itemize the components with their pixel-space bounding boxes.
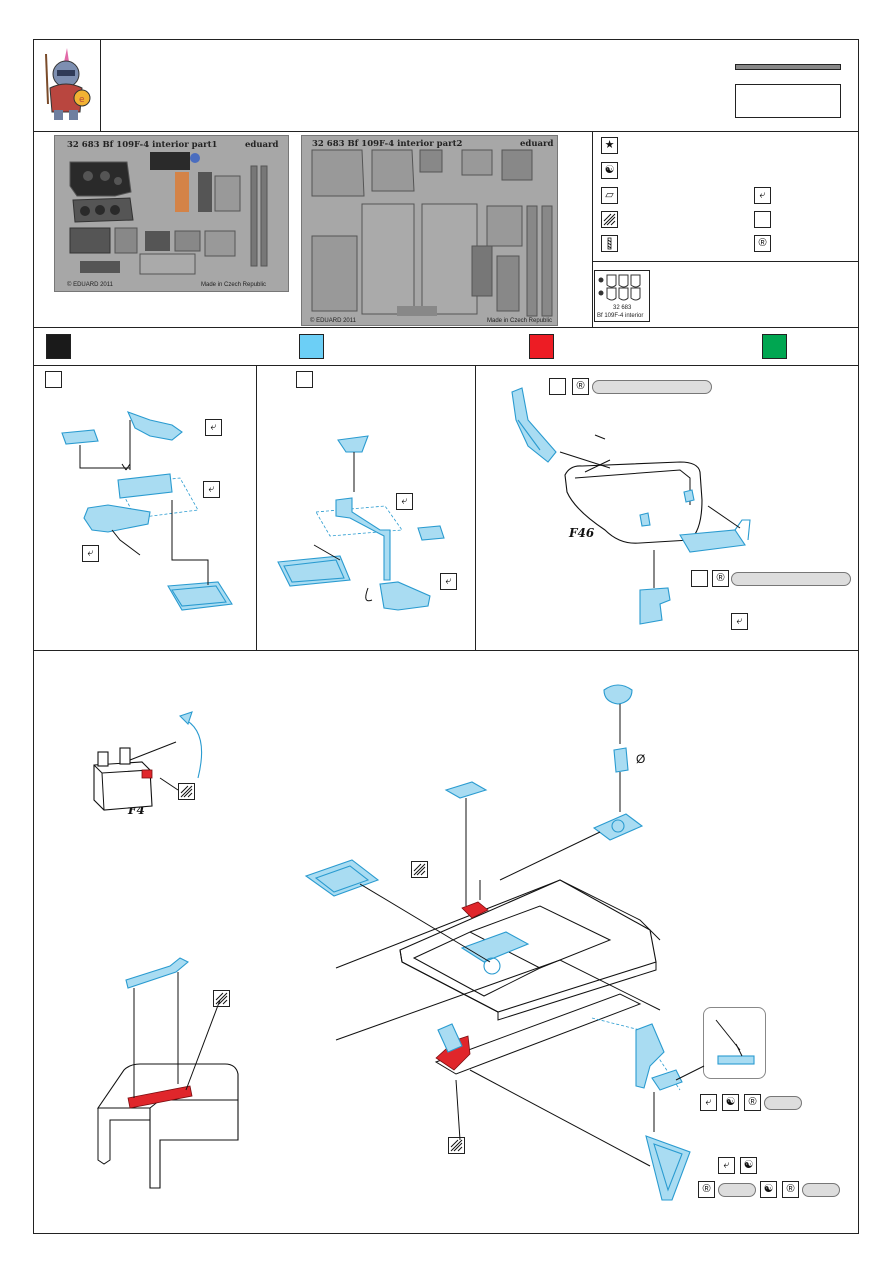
page-frame <box>33 39 859 1234</box>
step1-drawing <box>61 411 233 611</box>
star-icon: ★ <box>601 137 618 154</box>
drill-icon <box>601 235 618 252</box>
blank-icon <box>754 211 771 228</box>
step2-drawing <box>277 435 445 611</box>
bend-arrow-icon: ⤶ <box>718 1157 735 1174</box>
mask-thumbnail: 32 683 Bf 109F-4 interior <box>594 270 650 322</box>
r-circle-icon: ® <box>754 235 771 252</box>
r-circle-icon: ® <box>712 570 729 587</box>
yin-yang-icon: ☯ <box>740 1157 757 1174</box>
f4-part-drawing <box>93 711 203 811</box>
color-swatch-light-blue <box>299 334 324 359</box>
title-box <box>735 84 841 118</box>
hatched-sheet-icon <box>213 990 230 1007</box>
row-divider-4 <box>33 650 859 651</box>
fret-part2: 32 683 Bf 109F-4 interior part2 eduard ©… <box>301 135 558 326</box>
fret2-parts-drawing <box>311 149 553 317</box>
eduard-mascot-logo: e <box>38 44 96 124</box>
step-box-3 <box>549 378 566 395</box>
diameter-symbol: Ø <box>636 752 646 766</box>
header-divider <box>100 39 101 131</box>
bend-arrow-icon: ⤶ <box>731 613 748 630</box>
fret1-title: 32 683 Bf 109F-4 interior part1 <box>67 140 218 150</box>
color-swatch-red <box>529 334 554 359</box>
reference-pill <box>592 380 712 394</box>
yin-yang-icon: ☯ <box>760 1181 777 1198</box>
main-assembly-drawing <box>304 684 705 1201</box>
step-divider-2 <box>475 365 476 650</box>
fret1-parts-drawing <box>69 152 268 275</box>
title-bar-gray <box>735 64 841 70</box>
bend-arrow-icon: ⤶ <box>203 481 220 498</box>
legend-bottom <box>592 261 859 262</box>
r-circle-icon: ® <box>782 1181 799 1198</box>
fret2-copyright: © EDUARD 2011 <box>310 318 356 324</box>
bend-arrow-icon: ⤶ <box>440 573 457 590</box>
bend-arrow-icon: ⤶ <box>82 545 99 562</box>
hatched-sheet-icon <box>448 1137 465 1154</box>
reference-pill <box>802 1183 840 1197</box>
bend-arrow-icon: ⤶ <box>700 1094 717 1111</box>
fret1-brand: eduard <box>245 140 279 150</box>
reference-pill <box>718 1183 756 1197</box>
row-divider-1 <box>33 131 859 132</box>
fret2-title: 32 683 Bf 109F-4 interior part2 <box>312 139 463 149</box>
fret1-made-in: Made in Czech Republic <box>201 282 267 288</box>
part-label-f46: F46 <box>569 526 595 540</box>
mask-name: Bf 109F-4 interior <box>597 313 644 319</box>
cover-part-drawing <box>96 957 239 1189</box>
fret2-brand: eduard <box>520 139 554 149</box>
step-box-4 <box>691 570 708 587</box>
r-circle-icon: ® <box>744 1094 761 1111</box>
yin-yang-icon: ☯ <box>722 1094 739 1111</box>
step-divider-1 <box>256 365 257 650</box>
row-divider-2 <box>33 327 859 328</box>
legend-divider <box>592 131 593 327</box>
yin-yang-icon: ☯ <box>601 162 618 179</box>
color-swatch-black <box>46 334 71 359</box>
fret1-copyright: © EDUARD 2011 <box>67 282 113 288</box>
bend-arrow-icon: ⤶ <box>754 187 771 204</box>
fret-part1: 32 683 Bf 109F-4 interior part1 eduard ©… <box>54 135 289 292</box>
reference-pill <box>764 1096 802 1110</box>
step-box-2 <box>296 371 313 388</box>
svg-text:e: e <box>79 95 85 105</box>
hatched-sheet-icon <box>411 861 428 878</box>
step-box-1 <box>45 371 62 388</box>
hatched-sheet-icon <box>601 211 618 228</box>
r-circle-icon: ® <box>572 378 589 395</box>
color-swatch-green <box>762 334 787 359</box>
sheet-icon: ▱ <box>601 187 618 204</box>
step3-drawing <box>511 387 751 625</box>
tool-inset-drawing <box>715 1019 755 1065</box>
fret2-made-in: Made in Czech Republic <box>487 318 553 324</box>
bend-arrow-icon: ⤶ <box>396 493 413 510</box>
reference-pill <box>731 572 851 586</box>
hatched-sheet-icon <box>178 783 195 800</box>
mask-code: 32 683 <box>613 305 632 311</box>
row-divider-3 <box>33 365 859 366</box>
bend-arrow-icon: ⤶ <box>205 419 222 436</box>
r-circle-icon: ® <box>698 1181 715 1198</box>
